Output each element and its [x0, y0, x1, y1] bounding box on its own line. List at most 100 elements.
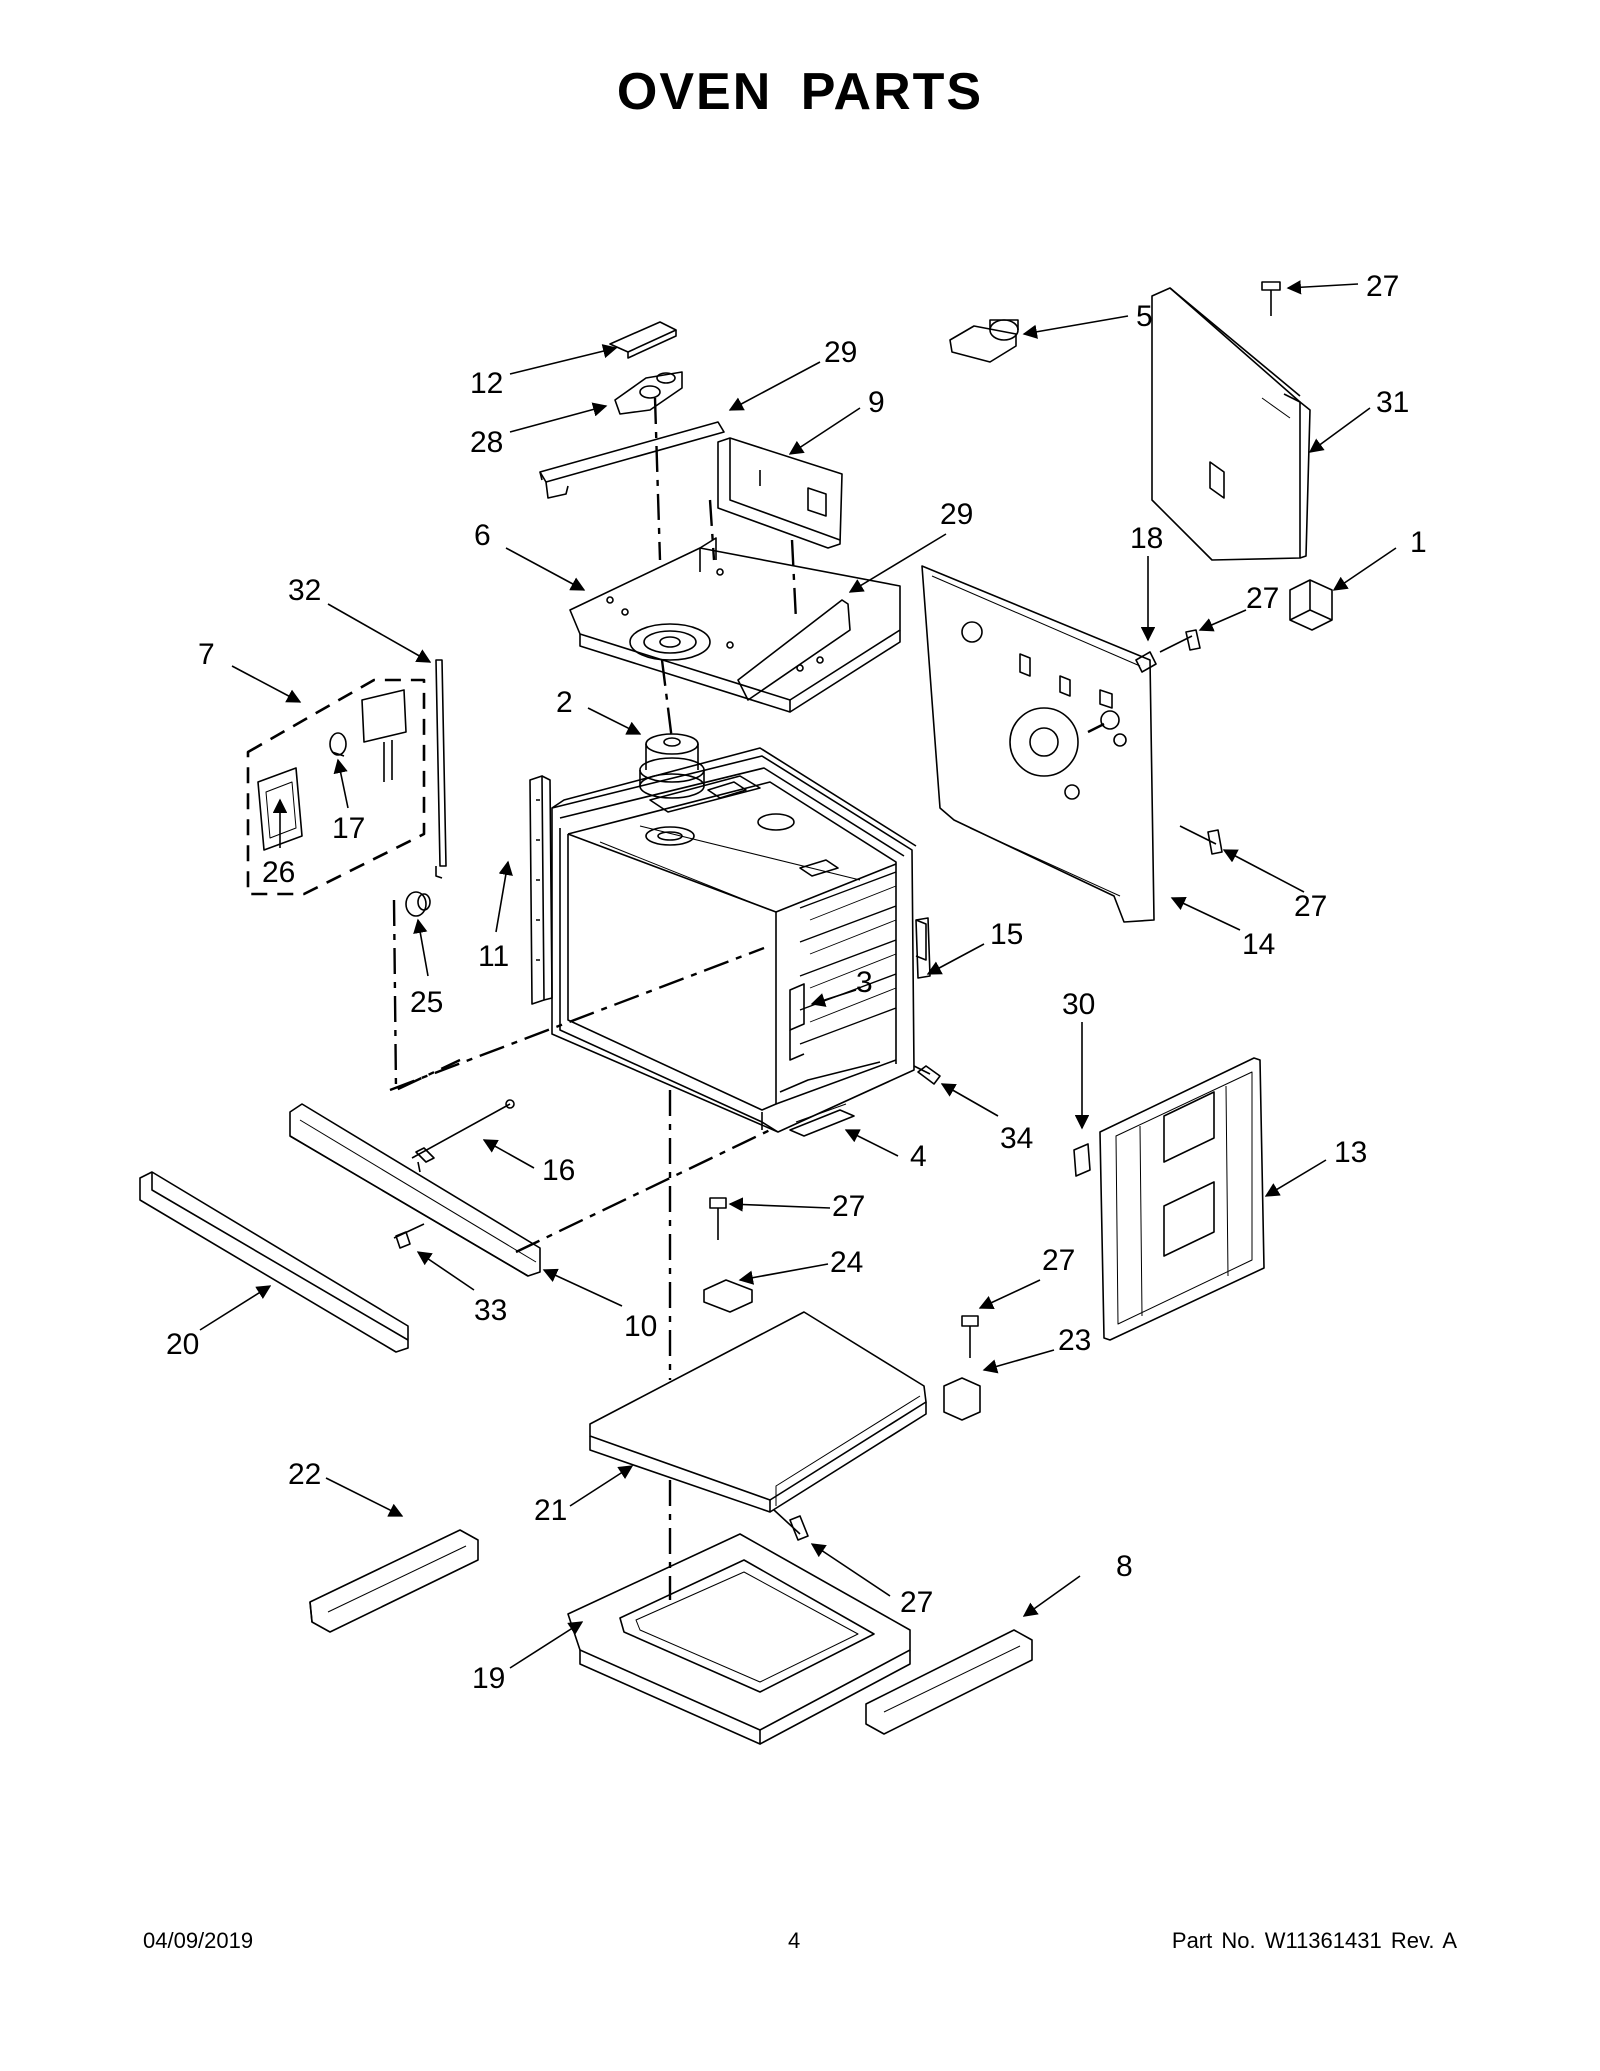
part-19-floor-pan [567, 1533, 911, 1745]
part-11-frame-rail [529, 775, 553, 1005]
leader-22 [325, 1477, 404, 1517]
part-16-sensor [411, 1099, 515, 1173]
leader-27-mid [1198, 609, 1247, 632]
part-31-rear-cover [1151, 287, 1311, 561]
callout-6: 6 [474, 519, 491, 552]
assembly-line-c [790, 539, 798, 621]
part-21-bottom-panel [589, 1311, 927, 1513]
part-28-bracket [614, 371, 683, 415]
leader-24 [738, 1263, 829, 1285]
leader-27-center [728, 1197, 831, 1212]
callout-11: 11 [478, 940, 509, 973]
callout-32: 32 [288, 574, 321, 607]
part-13-side-panel [1099, 1057, 1265, 1341]
part-1-box [1289, 579, 1333, 631]
callout-9: 9 [868, 386, 885, 419]
leader-19 [509, 1621, 584, 1669]
assembly-line-b [660, 659, 674, 741]
part-7-kit-box [246, 678, 426, 896]
callout-13: 13 [1334, 1136, 1367, 1169]
callout-7: 7 [198, 638, 215, 671]
callout-10: 10 [624, 1310, 657, 1343]
part-3-oven-cavity [551, 747, 927, 1133]
leader-28 [509, 402, 608, 433]
leader-8 [1022, 1575, 1081, 1617]
callout-15: 15 [990, 918, 1023, 951]
callout-27-center: 27 [832, 1190, 865, 1223]
leader-4 [844, 1129, 899, 1157]
leader-5 [1022, 315, 1129, 339]
callout-3: 3 [856, 966, 873, 999]
leader-3 [810, 989, 857, 1007]
callout-22: 22 [288, 1458, 321, 1491]
leader-12 [509, 344, 618, 375]
part-27-screw-23 [961, 1315, 979, 1358]
callout-24: 24 [830, 1246, 863, 1279]
callout-26: 26 [262, 856, 295, 889]
callout-30: 30 [1062, 988, 1095, 1021]
part-4-bracket [789, 1103, 855, 1137]
part-9-duct [717, 437, 843, 549]
page-title: OVEN PARTS [616, 63, 984, 121]
callout-27-mid: 27 [1246, 582, 1279, 615]
callout-23: 23 [1058, 1324, 1091, 1357]
part-8-bracket-rail [865, 1629, 1033, 1735]
leader-27-bottom [810, 1543, 891, 1597]
leader-23 [982, 1349, 1055, 1374]
assembly-line-a [653, 397, 662, 561]
leader-33 [416, 1251, 475, 1291]
leader-27-23 [978, 1279, 1041, 1310]
leader-11 [495, 860, 513, 933]
callout-25: 25 [410, 986, 443, 1019]
callout-18: 18 [1130, 522, 1163, 555]
part-30-clip [1073, 1143, 1091, 1177]
callout-16: 16 [542, 1154, 575, 1187]
part-24-clip [703, 1279, 753, 1313]
assembly-line-j [1087, 722, 1105, 734]
footer-part-number: Part No. W11361431 Rev. A [1171, 1928, 1457, 1953]
footer-date: 04/09/2019 [143, 1928, 254, 1953]
leader-16 [482, 1139, 535, 1169]
callout-27-top: 27 [1366, 270, 1399, 303]
leader-20 [199, 1285, 272, 1331]
part-12-bracket [609, 321, 677, 359]
leader-15 [926, 943, 985, 975]
callout-17: 17 [332, 812, 365, 845]
part-23-clip [943, 1377, 981, 1421]
callout-2: 2 [556, 686, 573, 719]
callout-1: 1 [1410, 526, 1427, 559]
footer-page-number: 4 [788, 1928, 801, 1953]
part-18-clip [1135, 651, 1157, 673]
leader-32 [327, 603, 432, 663]
callout-34: 34 [1000, 1122, 1033, 1155]
callout-14: 14 [1242, 928, 1275, 961]
leader-7 [231, 665, 302, 703]
leader-13 [1264, 1159, 1327, 1197]
leader-21 [569, 1465, 634, 1507]
part-27-screw-center [709, 1197, 727, 1240]
leader-27-right [1222, 849, 1305, 893]
part-34-screw [913, 1065, 941, 1085]
callout-27-right: 27 [1294, 890, 1327, 923]
part-27-screw-mid [1159, 629, 1201, 653]
part-14-rear-panel [921, 565, 1155, 923]
leader-6 [505, 547, 586, 591]
leader-34 [940, 1083, 999, 1117]
callout-29-lower: 29 [940, 498, 973, 531]
callout-33: 33 [474, 1294, 507, 1327]
callout-21: 21 [534, 1494, 567, 1527]
callout-20: 20 [166, 1328, 199, 1361]
leader-10 [542, 1268, 623, 1307]
part-27-screw-right [1179, 825, 1223, 855]
callout-19: 19 [472, 1662, 505, 1695]
leader-29-upper [728, 361, 821, 411]
assembly-line-e [389, 946, 765, 1092]
leader-27-top [1286, 280, 1359, 295]
callout-27-bottom: 27 [900, 1586, 933, 1619]
callout-29-upper: 29 [824, 336, 857, 369]
leader-14 [1170, 897, 1241, 931]
leader-31 [1308, 407, 1371, 453]
leader-17 [333, 758, 349, 809]
part-5-motor [949, 319, 1019, 363]
